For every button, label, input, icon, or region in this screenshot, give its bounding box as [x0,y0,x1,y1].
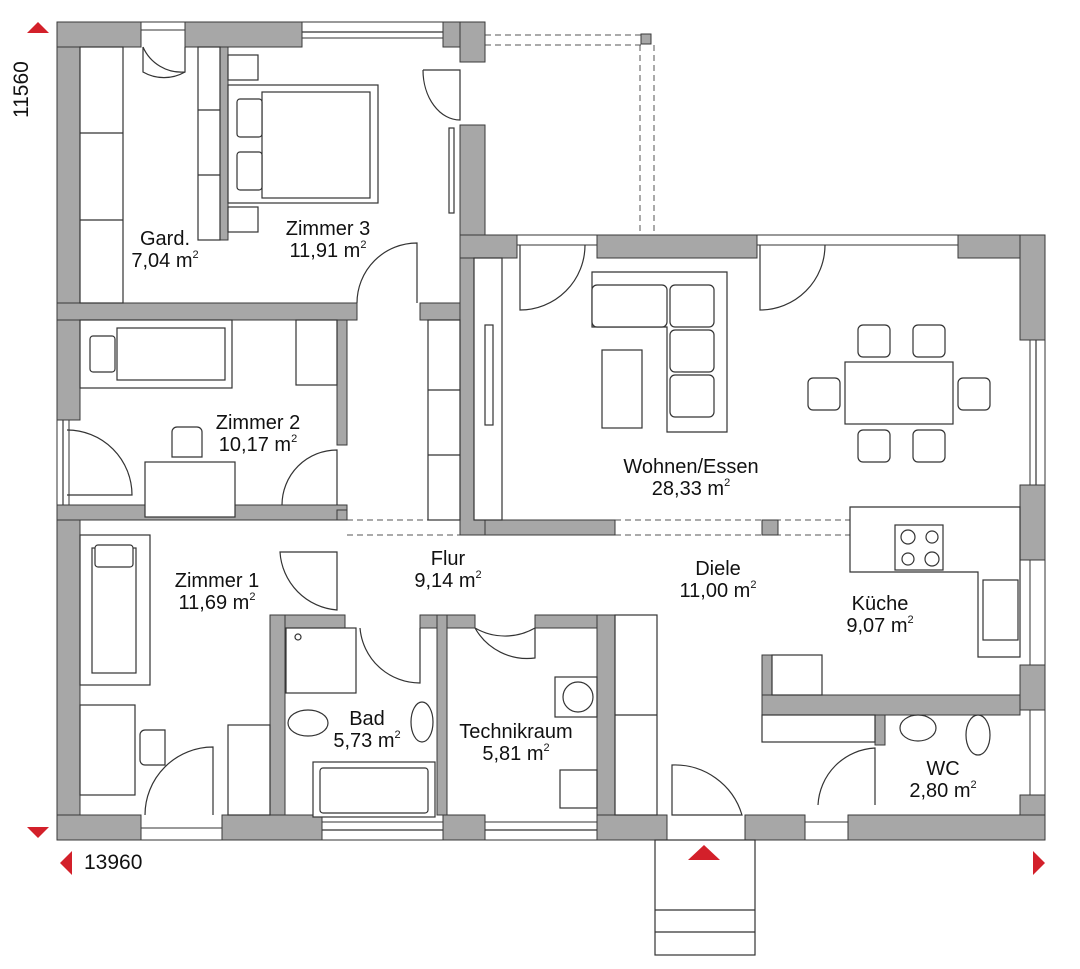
dimension-marker-top [27,22,49,33]
furniture [79,46,1021,818]
room-label-gard: Gard.7,04 m2 [131,228,199,272]
walls [56,21,1046,841]
dimension-height: 11560 [10,61,33,118]
entrance-marker [688,845,720,860]
doors [66,46,876,816]
dimension-marker-right [1033,851,1045,875]
dimension-marker-bottom [27,827,49,838]
dimension-width: 13960 [84,851,143,874]
dimension-marker-left [60,851,72,875]
